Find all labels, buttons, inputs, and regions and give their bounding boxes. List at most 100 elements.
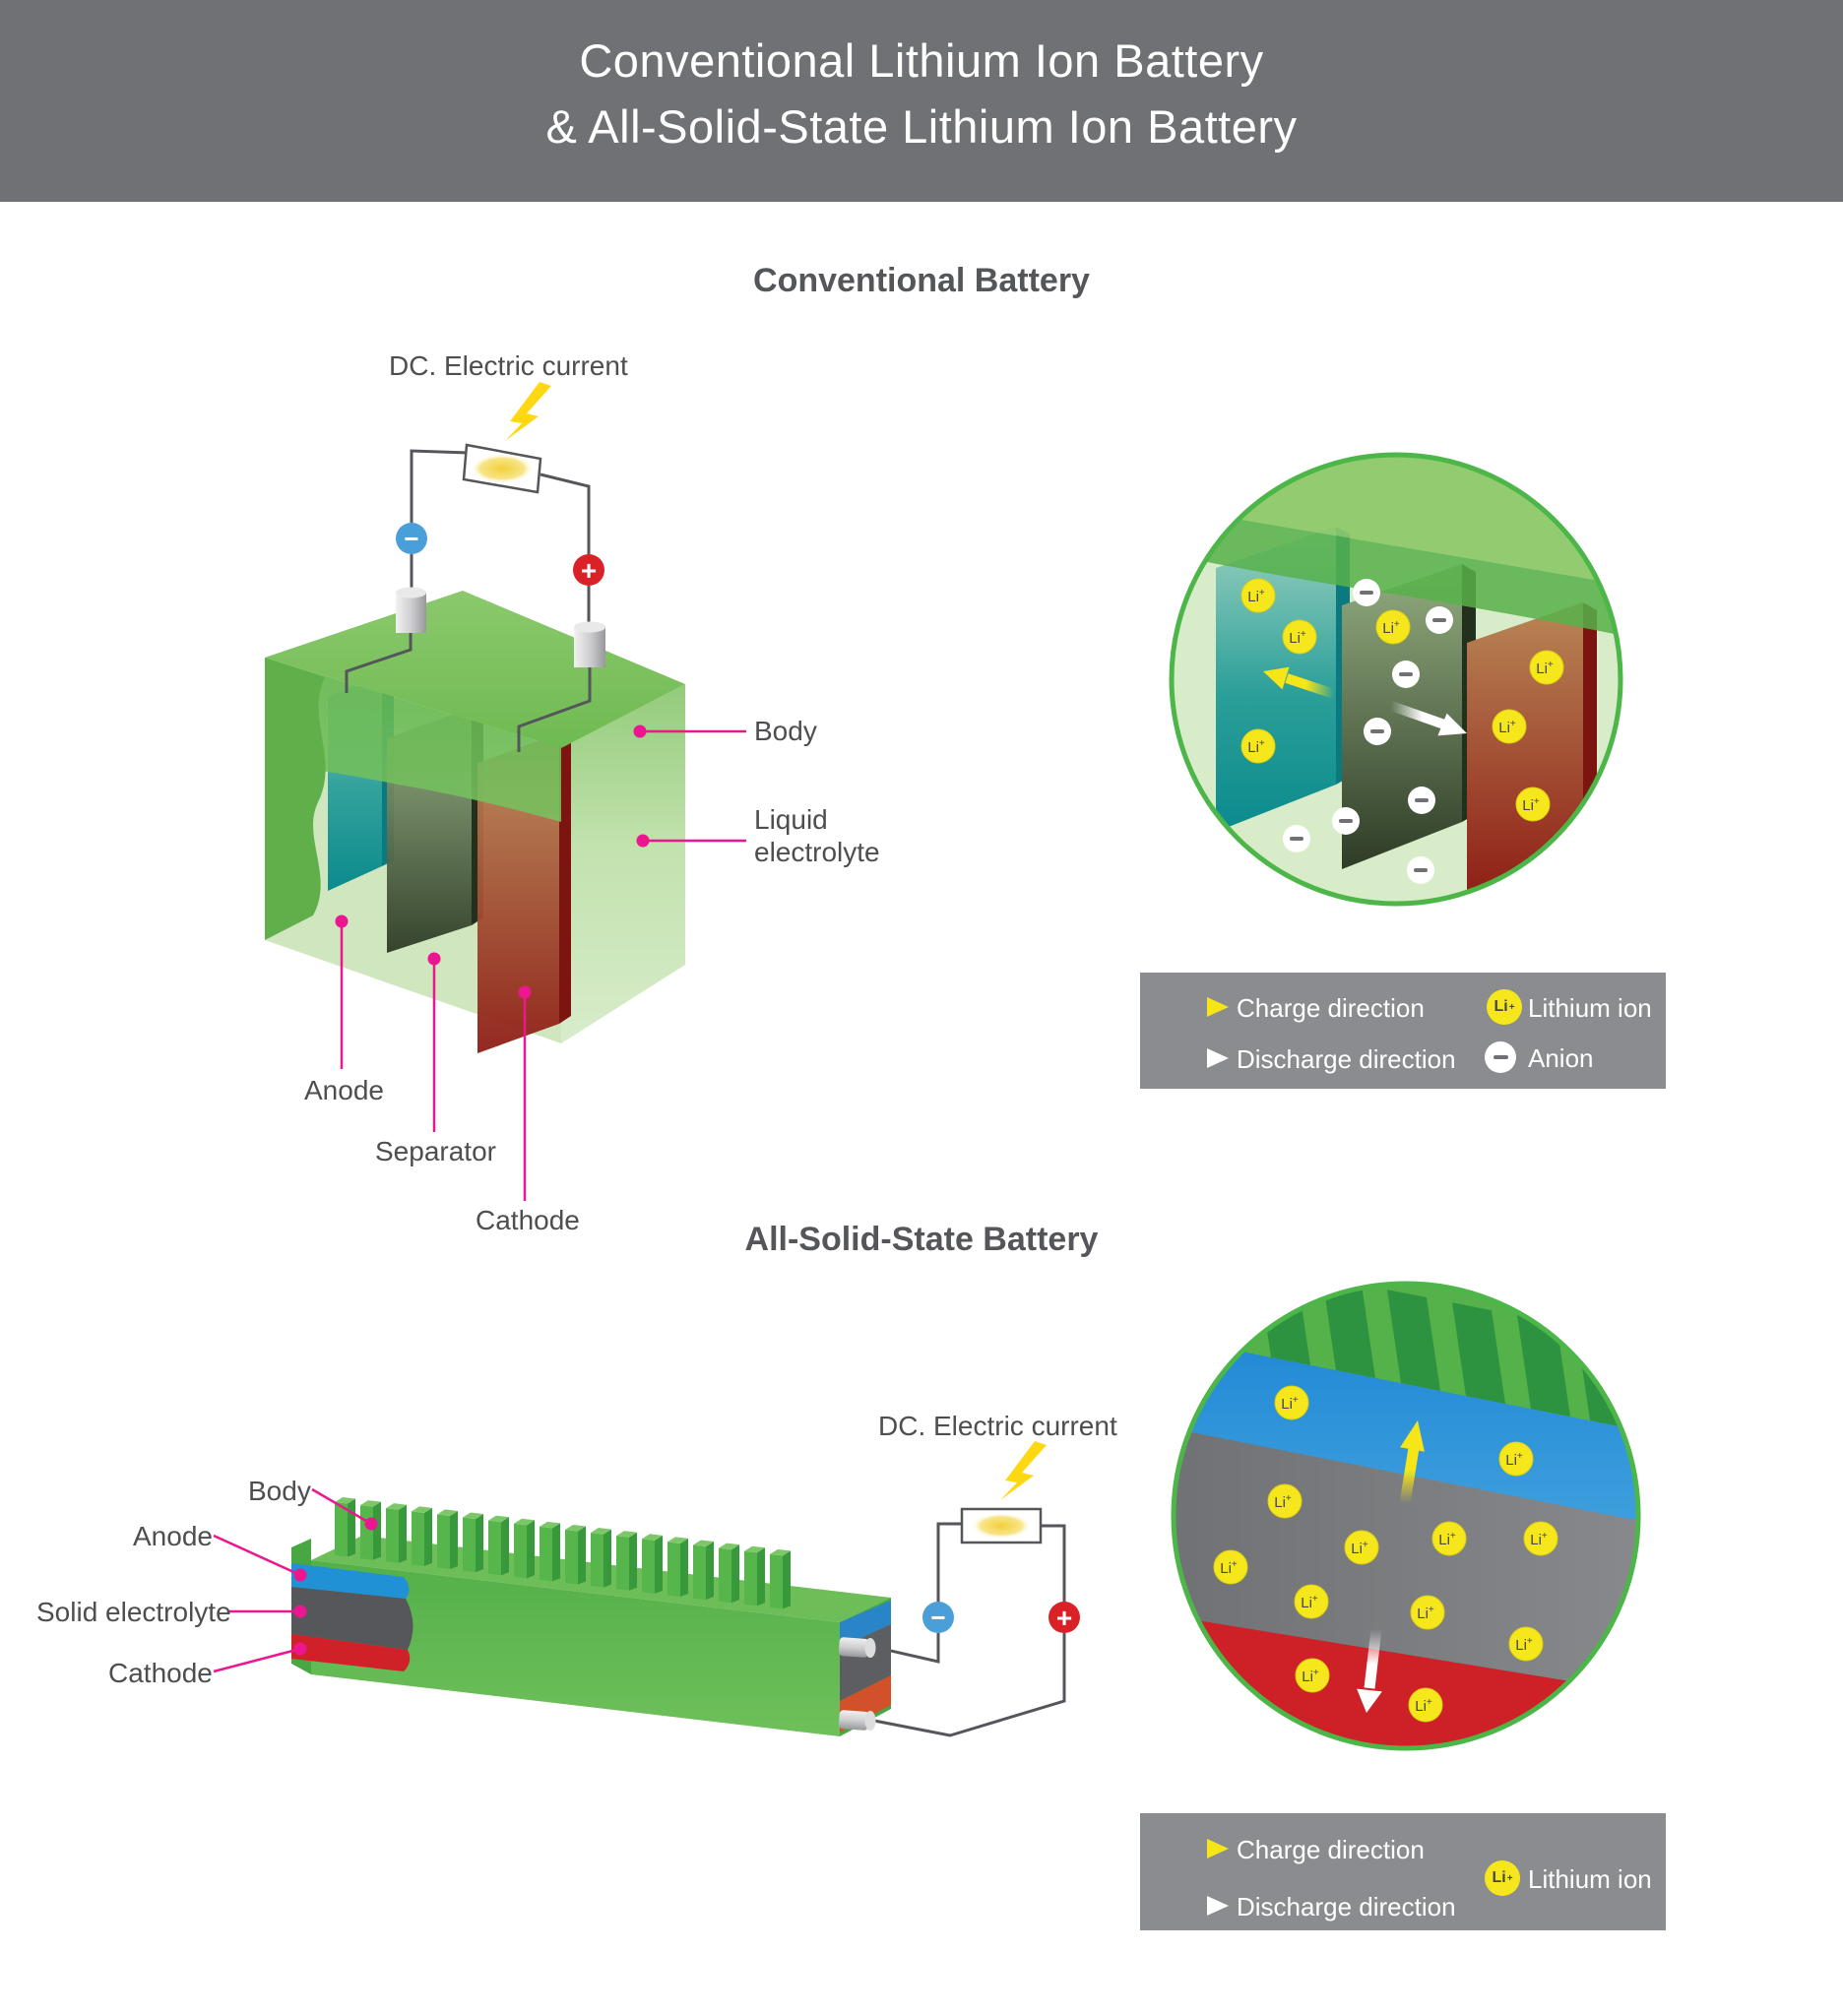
li-symbol: Li bbox=[1493, 998, 1508, 1015]
solid-minus-sign: − bbox=[930, 1603, 945, 1632]
title-line-2: & All-Solid-State Lithium Ion Battery bbox=[545, 100, 1298, 153]
lithium-ion: Li+ bbox=[1529, 650, 1564, 685]
solid-positive-terminal bbox=[838, 1710, 869, 1731]
lightning-icon bbox=[505, 382, 551, 441]
charge-arrow-head bbox=[1263, 666, 1290, 690]
anion bbox=[1408, 787, 1435, 814]
zoom2-circle-border bbox=[1171, 1281, 1641, 1751]
label-cathode-solid: Cathode bbox=[108, 1658, 213, 1688]
solid-wire-negative-2 bbox=[936, 1522, 962, 1603]
positive-post-top bbox=[574, 621, 605, 633]
discharge-arrow bbox=[1389, 701, 1446, 729]
solid-plus-sign: + bbox=[1056, 1603, 1072, 1633]
lithium-ion: Li+ bbox=[1213, 1549, 1248, 1585]
solid-negative-terminal bbox=[838, 1637, 869, 1658]
wire-negative bbox=[410, 449, 470, 523]
zoom-body-band bbox=[1172, 507, 1621, 637]
discharge-direction-icon-2 bbox=[1170, 1896, 1229, 1916]
zoom2-charge-arrow-head bbox=[1400, 1420, 1425, 1452]
charge-arrow bbox=[1285, 673, 1336, 699]
conventional-legend: Charge direction Discharge direction Li+… bbox=[1140, 973, 1666, 1089]
anion bbox=[1353, 579, 1380, 606]
minus-bar bbox=[1493, 1055, 1508, 1059]
solid-cathode-layer bbox=[291, 1634, 411, 1671]
solid-lightning-icon bbox=[1000, 1441, 1047, 1500]
anion bbox=[1392, 661, 1420, 688]
solid-plus-terminal-icon bbox=[1049, 1602, 1080, 1633]
legend-charge-label: Charge direction bbox=[1237, 993, 1425, 1023]
conventional-zoom-circle: Li+Li+Li+Li+Li+Li+Li+ bbox=[1169, 452, 1623, 907]
li-charge-2: + bbox=[1506, 1872, 1513, 1884]
label-separator: Separator bbox=[375, 1136, 496, 1166]
zoom-cathode-edge bbox=[1583, 602, 1597, 859]
label-anode-solid: Anode bbox=[133, 1521, 213, 1551]
solid-battery-front-face bbox=[311, 1560, 840, 1736]
callout-lines bbox=[340, 729, 746, 1201]
solid-negative-terminal-cap bbox=[864, 1638, 876, 1658]
anion bbox=[1407, 856, 1434, 884]
negative-post bbox=[396, 593, 426, 633]
cooling-fins bbox=[335, 1496, 791, 1609]
plus-sign: + bbox=[581, 555, 597, 586]
lithium-ion: Li+ bbox=[1240, 728, 1276, 764]
bulb-glow bbox=[471, 454, 534, 483]
lithium-ion-group-solid: Li+Li+Li+Li+Li+Li+Li+Li+Li+Li+Li+Li+ bbox=[1213, 1385, 1558, 1723]
solid-state-legend: Charge direction Discharge direction Li+… bbox=[1140, 1813, 1666, 1930]
solid-bulb-glow bbox=[972, 1513, 1031, 1539]
minus-terminal-icon bbox=[396, 523, 427, 554]
title-banner: Conventional Lithium Ion Battery & All-S… bbox=[0, 0, 1843, 202]
charge-direction-icon bbox=[1170, 997, 1229, 1017]
solid-callout-dots bbox=[293, 1517, 378, 1656]
anion bbox=[1332, 807, 1360, 835]
label-liquid-electrolyte: Liquid electrolyte bbox=[754, 804, 880, 868]
wire-positive bbox=[540, 472, 591, 554]
lithium-ion-icon-2: Li+ bbox=[1485, 1860, 1520, 1896]
anion bbox=[1426, 606, 1453, 634]
anode-internal-wire bbox=[345, 633, 413, 693]
positive-post bbox=[574, 627, 605, 667]
solid-callout-lines bbox=[213, 1487, 372, 1673]
label-body-solid: Body bbox=[248, 1476, 311, 1506]
battery-left-wall bbox=[265, 658, 326, 940]
solid-state-section-heading: All-Solid-State Battery bbox=[744, 1221, 1099, 1258]
title-line-1: Conventional Lithium Ion Battery bbox=[579, 34, 1264, 87]
solid-wire-positive-2 bbox=[868, 1633, 1066, 1737]
solid-anode-layer bbox=[291, 1563, 410, 1599]
legend2-charge-label: Charge direction bbox=[1237, 1835, 1425, 1864]
dc-current-label-conventional: DC. Electric current bbox=[389, 350, 628, 381]
legend-anion-label: Anion bbox=[1528, 1043, 1594, 1073]
legend-lithium-label: Lithium ion bbox=[1528, 993, 1652, 1023]
battery-front-band bbox=[265, 658, 561, 822]
lithium-ion: Li+ bbox=[1498, 1441, 1534, 1477]
solid-state-zoom-circle: Li+Li+Li+Li+Li+Li+Li+Li+Li+Li+Li+Li+ bbox=[1171, 1281, 1641, 1751]
lithium-ion: Li+ bbox=[1344, 1530, 1379, 1565]
lithium-ion-group: Li+Li+Li+Li+Li+Li+Li+ bbox=[1240, 578, 1564, 822]
lithium-ion-icon: Li+ bbox=[1487, 989, 1522, 1025]
lithium-ion: Li+ bbox=[1492, 709, 1527, 744]
lithium-ion: Li+ bbox=[1523, 1521, 1558, 1556]
label-cathode-conventional: Cathode bbox=[476, 1205, 580, 1235]
solid-minus-terminal-icon bbox=[922, 1602, 954, 1633]
li-charge: + bbox=[1508, 1001, 1515, 1013]
minus-sign: − bbox=[404, 524, 418, 553]
lithium-ion: Li+ bbox=[1515, 787, 1551, 822]
zoom2-charge-arrow bbox=[1399, 1447, 1420, 1504]
solid-state-battery-illustration: − + bbox=[213, 1441, 1080, 1737]
label-body-conventional: Body bbox=[754, 716, 817, 746]
anion-icon bbox=[1485, 1041, 1516, 1073]
dc-current-label-solid: DC. Electric current bbox=[878, 1411, 1117, 1441]
zoom2-anode-band bbox=[1174, 1337, 1638, 1523]
conventional-battery-illustration: − + bbox=[265, 382, 746, 1201]
cathode-internal-wire bbox=[517, 667, 592, 752]
solid-electrolyte-layer bbox=[291, 1587, 413, 1650]
lithium-ion: Li+ bbox=[1282, 619, 1317, 655]
solid-right-anode bbox=[840, 1601, 891, 1648]
solid-positive-terminal-cap bbox=[864, 1711, 876, 1731]
zoom2-discharge-arrow bbox=[1364, 1628, 1382, 1689]
charge-direction-icon-2 bbox=[1170, 1839, 1229, 1858]
lithium-ion: Li+ bbox=[1274, 1385, 1309, 1420]
legend-discharge-label: Discharge direction bbox=[1237, 1044, 1456, 1074]
lithium-ion: Li+ bbox=[1294, 1584, 1329, 1619]
lithium-ion: Li+ bbox=[1410, 1595, 1445, 1630]
